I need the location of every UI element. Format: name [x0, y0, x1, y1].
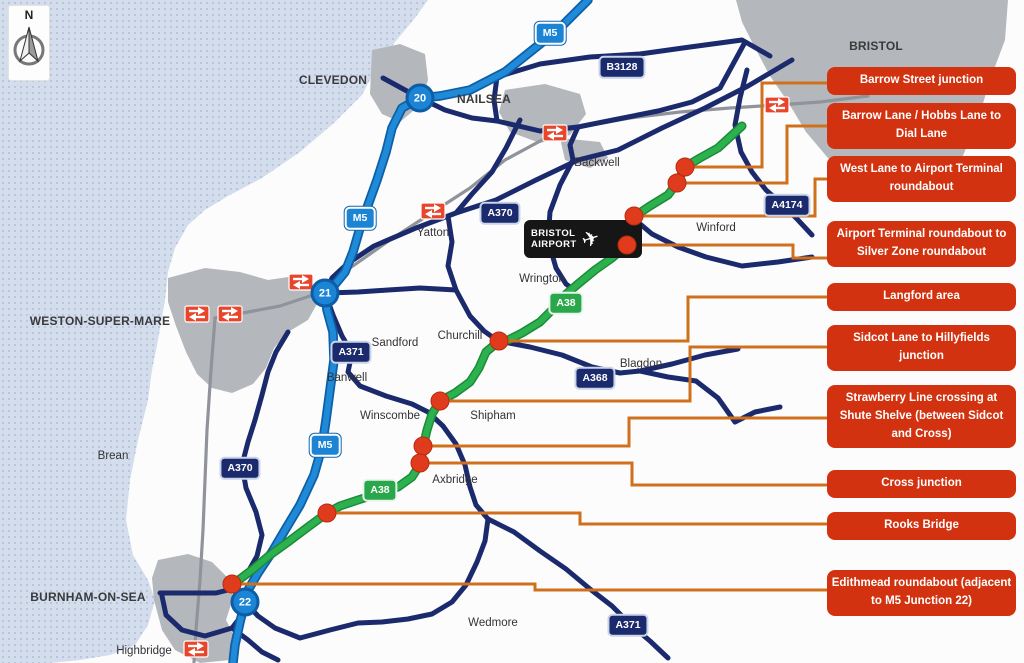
town-label-yatton: Yatton [416, 227, 450, 239]
callout-cross-junction: Cross junction [827, 470, 1016, 498]
shield-a38-south: A38 [362, 478, 398, 502]
connector-langford [499, 295, 827, 343]
town-label-blagdon: Blagdon [619, 358, 663, 370]
shield-a38-north: A38 [548, 291, 584, 315]
station-icon-weston-1 [183, 304, 211, 324]
callout-strawberry-line-crossing: Strawberry Line crossing at Shute Shelve… [827, 385, 1016, 449]
city-label-bristol: BRISTOL [849, 39, 903, 53]
city-label-weston-super-mare: WESTON-SUPER-MARE [29, 314, 171, 328]
town-label-backwell: Backwell [574, 157, 620, 169]
bristol-airport-label: BRISTOL AIRPORT [531, 227, 577, 250]
junction-21: 21 [310, 278, 340, 308]
compass-north-label: N [24, 8, 34, 22]
marker-strawberry-line [413, 436, 433, 456]
town-label-axbridge: Axbridge [432, 474, 478, 486]
land-area [50, 0, 1024, 663]
urban-burnham [152, 554, 236, 663]
connector-barrow-street [685, 81, 827, 169]
callout-barrow-street-junction: Barrow Street junction [827, 67, 1016, 95]
callout-sidcot-hillyfields: Sidcot Lane to Hillyfields junction [827, 325, 1016, 371]
marker-airport-terminal [617, 235, 637, 255]
town-label-banwell: Banwell [326, 372, 368, 384]
marker-barrow-lane [667, 173, 687, 193]
connector-edithmead [232, 582, 827, 592]
station-icon-weston-2 [216, 304, 244, 324]
callout-rooks-bridge: Rooks Bridge [827, 512, 1016, 540]
town-label-brean: Brean [97, 450, 129, 462]
shield-a370-north: A370 [479, 201, 521, 225]
town-label-wedmore: Wedmore [468, 617, 518, 629]
connector-rooks-bridge [327, 511, 827, 526]
station-icon-worle [287, 272, 315, 292]
station-icon-highbridge [182, 639, 210, 659]
connector-west-lane [634, 177, 827, 218]
callout-connectors [232, 81, 827, 592]
connector-strawberry-line [423, 416, 827, 448]
station-icon-yatton [419, 201, 447, 221]
shield-a371-south: A371 [607, 613, 649, 637]
marker-barrow-street [675, 157, 695, 177]
railway-lines [192, 94, 870, 663]
marker-sidcot-lane [430, 391, 450, 411]
callout-barrow-lane-hobbs-lane: Barrow Lane / Hobbs Lane to Dial Lane [827, 103, 1016, 149]
urban-weston-super-mare [168, 268, 318, 393]
marker-cross-junction [410, 453, 430, 473]
city-label-nailsea: NAILSEA [456, 92, 512, 106]
railway-bristol-weston [213, 94, 870, 320]
marker-edithmead [222, 574, 242, 594]
shield-a370-south: A370 [219, 456, 261, 480]
town-label-sandford: Sandford [371, 337, 419, 349]
callout-edithmead-roundabout: Edithmead roundabout (adjacent to M5 Jun… [827, 570, 1016, 616]
junction-20: 20 [405, 83, 435, 113]
compass-icon [13, 26, 45, 66]
railway-highbridge [192, 316, 217, 663]
town-label-winscombe: Winscombe [359, 410, 421, 422]
city-label-clevedon: CLEVEDON [298, 73, 368, 87]
callout-langford-area: Langford area [827, 283, 1016, 311]
shield-m5-north: M5 [534, 21, 566, 45]
town-label-shipham: Shipham [470, 410, 516, 422]
town-label-highbridge: Highbridge [116, 645, 172, 657]
connector-airport-terminal [627, 243, 827, 260]
town-label-wrington: Wrington [519, 273, 565, 285]
shield-a4174: A4174 [763, 193, 811, 217]
marker-langford [489, 331, 509, 351]
north-compass: N [8, 5, 50, 81]
marker-rooks-bridge [317, 503, 337, 523]
connector-barrow-lane [677, 124, 827, 185]
shield-m5-middle: M5 [344, 206, 376, 230]
city-label-burnham-on-sea: BURNHAM-ON-SEA [30, 590, 146, 604]
station-icon-nailsea-backwell [541, 123, 569, 143]
town-label-winford: Winford [696, 222, 736, 234]
connector-cross-junction [420, 461, 827, 487]
marker-west-lane [624, 206, 644, 226]
shield-a368: A368 [574, 366, 616, 390]
connector-sidcot-lane [440, 345, 827, 403]
airplane-icon: ✈ [578, 225, 603, 253]
callout-airport-silver-zone: Airport Terminal roundabout to Silver Zo… [827, 221, 1016, 267]
station-icon-bristol [763, 95, 791, 115]
shield-a371-banwell: A371 [330, 340, 372, 364]
shield-m5-south: M5 [309, 433, 341, 457]
callout-west-lane-airport: West Lane to Airport Terminal roundabout [827, 156, 1016, 202]
town-label-churchill: Churchill [437, 330, 483, 342]
shield-b3128: B3128 [598, 55, 646, 79]
